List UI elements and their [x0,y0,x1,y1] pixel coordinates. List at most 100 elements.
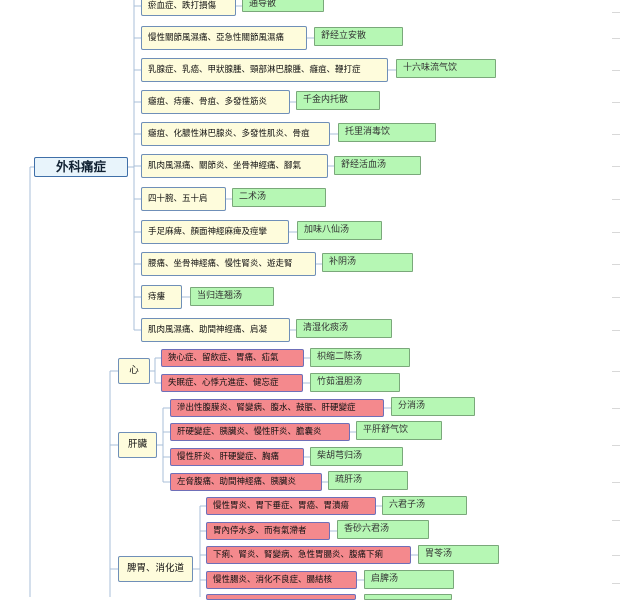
formula-node[interactable]: 疏肝汤 [328,471,408,490]
category-liver[interactable]: 肝臟 [118,432,157,458]
formula-node[interactable]: 平肝舒气饮 [356,421,442,440]
condition-node[interactable]: 四十腕、五十肩 [141,187,226,211]
formula-node[interactable]: 十六味流气饮 [396,59,496,78]
condition-label: 乳腺症、乳癌、甲狀腺腫、頸部淋巴腺腫、癰疽、鞭打症 [148,64,361,75]
condition-node[interactable]: 手足麻痺、顏面神經麻痺及痙攣 [141,220,289,244]
condition-node[interactable]: 癰疽、痔瘻、骨疽、多發性筋炎 [141,90,290,114]
formula-label: 枳缩二陈汤 [317,352,363,362]
edge-marker [612,555,620,556]
condition-node[interactable]: 慢性胃炎、胃下垂症、胃癌、胃潰瘍 [206,497,376,515]
condition-node[interactable]: 狹心症、留飲症、胃痛、疝氣 [161,349,304,367]
category-heart[interactable]: 心 [118,358,150,384]
formula-label: 启脾汤 [371,574,399,584]
category-stomach[interactable]: 脾胃、消化道 [118,556,193,582]
edge-marker [612,371,620,372]
formula-label: 舒经立安散 [321,31,367,41]
condition-node[interactable]: 慢性肝炎、肝硬變症、胸痛 [170,448,304,466]
formula-label: 加味八仙汤 [304,225,350,235]
condition-label: 狹心症、留飲症、胃痛、疝氣 [168,352,279,363]
edge-marker [612,445,620,446]
condition-node[interactable]: 左脅腹痛、助間神經痛、胰臟炎 [170,473,322,491]
edge-marker [612,520,620,521]
formula-node[interactable]: 千金内托散 [296,91,380,110]
edge-marker [612,232,620,233]
condition-label: 腰痛、坐骨神經痛、慢性腎炎、遊走腎 [148,258,293,269]
formula-label: 十六味流气饮 [403,63,458,73]
edge-marker [612,330,620,331]
condition-node[interactable]: 肌肉風濕痛、關節炎、坐骨神經痛、腳氣 [141,154,328,178]
condition-label: 手足麻痺、顏面神經麻痺及痙攣 [148,226,268,237]
formula-label: 通导散 [249,0,277,9]
formula-node[interactable]: 启脾汤 [364,570,454,589]
formula-label: 千金内托散 [303,95,349,105]
formula-node-partial[interactable] [364,594,452,600]
condition-label: 慢性關節風濕痛、亞急性關節風濕痛 [148,32,285,43]
formula-node[interactable]: 舒经立安散 [314,27,403,46]
condition-node[interactable]: 瘀血症、跌打損傷 [141,0,236,16]
formula-node[interactable]: 柴胡芎归汤 [310,447,403,466]
formula-label: 香砂六君汤 [344,524,390,534]
condition-node[interactable]: 痔瘻 [141,285,182,309]
edge-marker [612,264,620,265]
formula-label: 竹茹温胆汤 [317,377,363,387]
formula-node[interactable]: 当归连翘汤 [190,287,274,306]
edge-marker [612,408,620,409]
condition-label: 滲出性腹膜炎、腎變病、腹水、鼓脹、肝硬變症 [177,402,356,413]
formula-label: 补阴汤 [329,257,357,267]
condition-node[interactable]: 慢性關節風濕痛、亞急性關節風濕痛 [141,26,307,50]
condition-node[interactable]: 下痢、腎炎、腎變病、急性胃腸炎、腹痛下痢 [206,546,411,564]
formula-label: 分消汤 [398,401,426,411]
edge-marker [612,199,620,200]
formula-node[interactable]: 竹茹温胆汤 [310,373,400,392]
formula-label: 二术汤 [239,192,267,202]
formula-label: 疏肝汤 [335,475,363,485]
condition-label: 癰疽、痔瘻、骨疽、多發性筋炎 [148,96,268,107]
edge-marker [612,166,620,167]
edge-marker [612,38,620,39]
condition-label: 胃內停水多、而有氣滯者 [213,525,307,536]
condition-node[interactable]: 滲出性腹膜炎、腎變病、腹水、鼓脹、肝硬變症 [170,399,384,417]
condition-label: 肝硬變症、胰臟炎、慢性肝炎、膽囊炎 [177,426,322,437]
formula-label: 六君子汤 [389,500,426,510]
formula-node[interactable]: 香砂六君汤 [337,520,429,539]
condition-label: 四十腕、五十肩 [148,193,208,204]
formula-label: 当归连翘汤 [197,291,243,301]
root-node[interactable]: 外科痛症 [34,157,128,177]
condition-node[interactable]: 失眠症、心悸亢進症、健忘症 [161,374,303,392]
edge-marker [612,134,620,135]
edge-marker [612,12,620,13]
condition-node[interactable]: 肌肉風濕痛、助間神經痛、肩凝 [141,318,290,342]
edge-marker [612,583,620,584]
formula-node[interactable]: 枳缩二陈汤 [310,348,410,367]
condition-label: 下痢、腎炎、腎變病、急性胃腸炎、腹痛下痢 [213,549,384,560]
formula-node[interactable]: 六君子汤 [382,496,467,515]
formula-node[interactable]: 舒经活血汤 [334,156,421,175]
edge-marker [612,482,620,483]
formula-label: 平肝舒气饮 [363,425,409,435]
formula-node[interactable]: 二术汤 [232,188,326,207]
condition-label: 失眠症、心悸亢進症、健忘症 [168,377,279,388]
condition-label: 慢性肝炎、肝硬變症、胸痛 [177,451,280,462]
formula-node[interactable]: 加味八仙汤 [297,221,382,240]
condition-label: 慢性腸炎、消化不良症、腸結核 [213,574,333,585]
condition-node[interactable]: 癰疽、化膿性淋巴腺炎、多發性肌炎、骨疽 [141,122,330,146]
formula-node[interactable]: 托里消毒饮 [338,123,436,142]
formula-label: 胃苓汤 [425,549,453,559]
formula-node[interactable]: 分消汤 [391,397,475,416]
condition-label: 肌肉風濕痛、關節炎、坐骨神經痛、腳氣 [148,160,302,171]
formula-node[interactable]: 通导散 [242,0,324,12]
formula-node[interactable]: 清湿化痰汤 [296,319,392,338]
condition-node-partial[interactable] [206,594,356,600]
root-label: 外科痛症 [55,158,106,174]
condition-label: 左脅腹痛、助間神經痛、胰臟炎 [177,476,297,487]
formula-node[interactable]: 补阴汤 [322,253,413,272]
condition-node[interactable]: 腰痛、坐骨神經痛、慢性腎炎、遊走腎 [141,252,316,276]
category-label: 肝臟 [127,439,147,451]
condition-node[interactable]: 胃內停水多、而有氣滯者 [206,522,330,540]
condition-node[interactable]: 慢性腸炎、消化不良症、腸結核 [206,571,357,589]
condition-node[interactable]: 乳腺症、乳癌、甲狀腺腫、頸部淋巴腺腫、癰疽、鞭打症 [141,58,388,82]
formula-node[interactable]: 胃苓汤 [418,545,499,564]
condition-node[interactable]: 肝硬變症、胰臟炎、慢性肝炎、膽囊炎 [170,423,350,441]
condition-label: 肌肉風濕痛、助間神經痛、肩凝 [148,324,268,335]
